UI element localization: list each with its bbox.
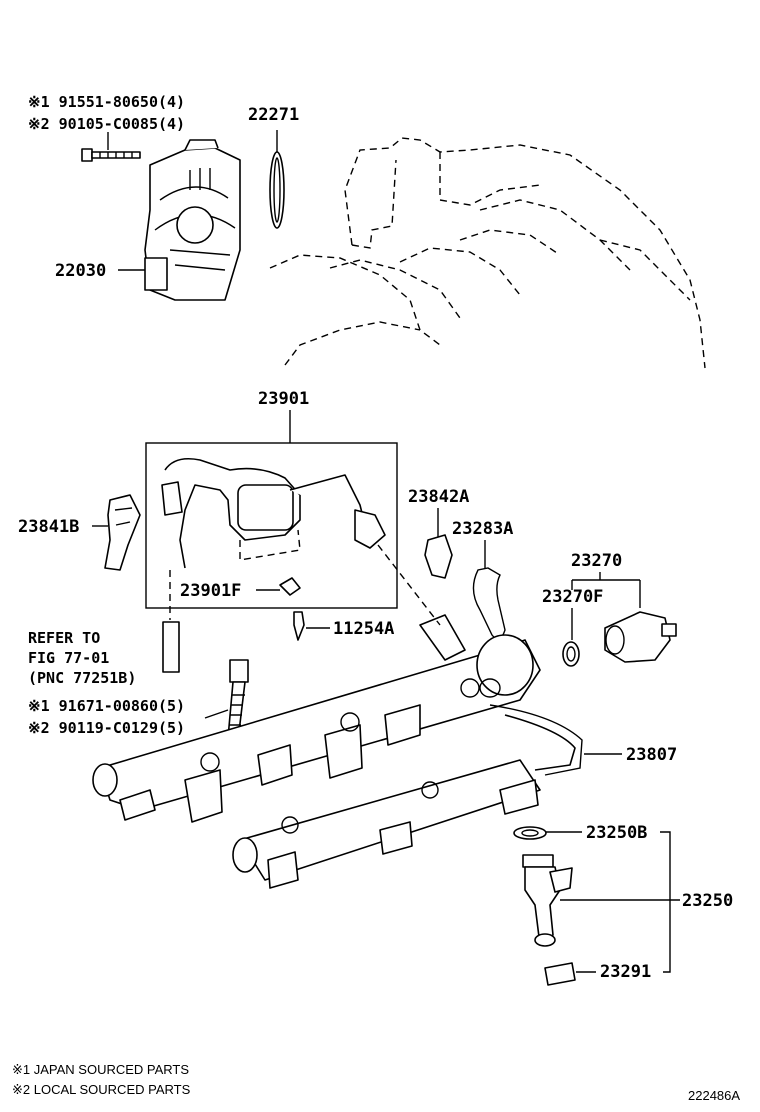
gasket-label: 22271 [248,105,299,125]
pulsation-damper-drawing [161,457,386,569]
rail-bolt-drawing [227,659,249,741]
pulsation-label: 23901F [180,581,241,601]
footnote-1: ※1 JAPAN SOURCED PARTS [12,1062,189,1077]
footnote-2: ※2 LOCAL SOURCED PARTS [12,1082,191,1097]
diagram-id: 222486A [688,1088,740,1103]
lower-fuel-rail-drawing [232,759,541,889]
bolt-rail-label-1: ※1 91671-00860(5) [28,697,185,715]
clip-label: 23842A [408,487,469,507]
stud-bolt-label: 11254A [333,619,394,639]
refer-line-2: FIG 77-01 [28,649,109,667]
pulsation-cap-drawing [279,577,301,596]
regulator-oring-label: 23270F [542,587,603,607]
fuel-pipe-label: 23807 [626,745,677,765]
intake-manifold-outline [269,137,706,369]
clip-23842a-drawing [424,534,453,579]
pressure-regulator-drawing [604,611,677,663]
upper-fuel-rail-drawing [92,614,541,823]
injector-drawing [522,854,573,947]
throttle-bolt-drawing [81,148,141,162]
wire-clip-label: 23283A [452,519,513,539]
throttle-body-drawing [144,139,241,301]
pressure-regulator-label: 23270 [571,551,622,571]
insulator-drawing [513,826,547,840]
bolt-rail-label-2: ※2 90119-C0129(5) [28,719,185,737]
throttle-body-label: 22030 [55,261,106,281]
refer-line-3: (PNC 77251B) [28,669,136,687]
regulator-oring-drawing [562,641,580,667]
fuel-rail-sub-box [145,442,398,609]
injector-label: 23250 [682,891,733,911]
insulator-label: 23250B [586,823,647,843]
clamp-23841b-drawing [104,494,141,571]
injector-cushion-drawing [544,962,576,986]
injector-cushion-label: 23291 [600,962,651,982]
clamp-label: 23841B [18,517,79,537]
refer-line-1: REFER TO [28,629,100,647]
wire-clip-drawing [472,567,506,640]
refer-hose-drawing [162,570,180,673]
fuel-rail-sub-label: 23901 [258,389,309,409]
stud-bolt-drawing [293,611,305,641]
gasket-drawing [269,130,285,229]
bolt-throttle-label-1: ※1 91551-80650(4) [28,93,185,111]
fuel-pipe-drawing [489,704,583,776]
bolt-throttle-label-2: ※2 90105-C0085(4) [28,115,185,133]
